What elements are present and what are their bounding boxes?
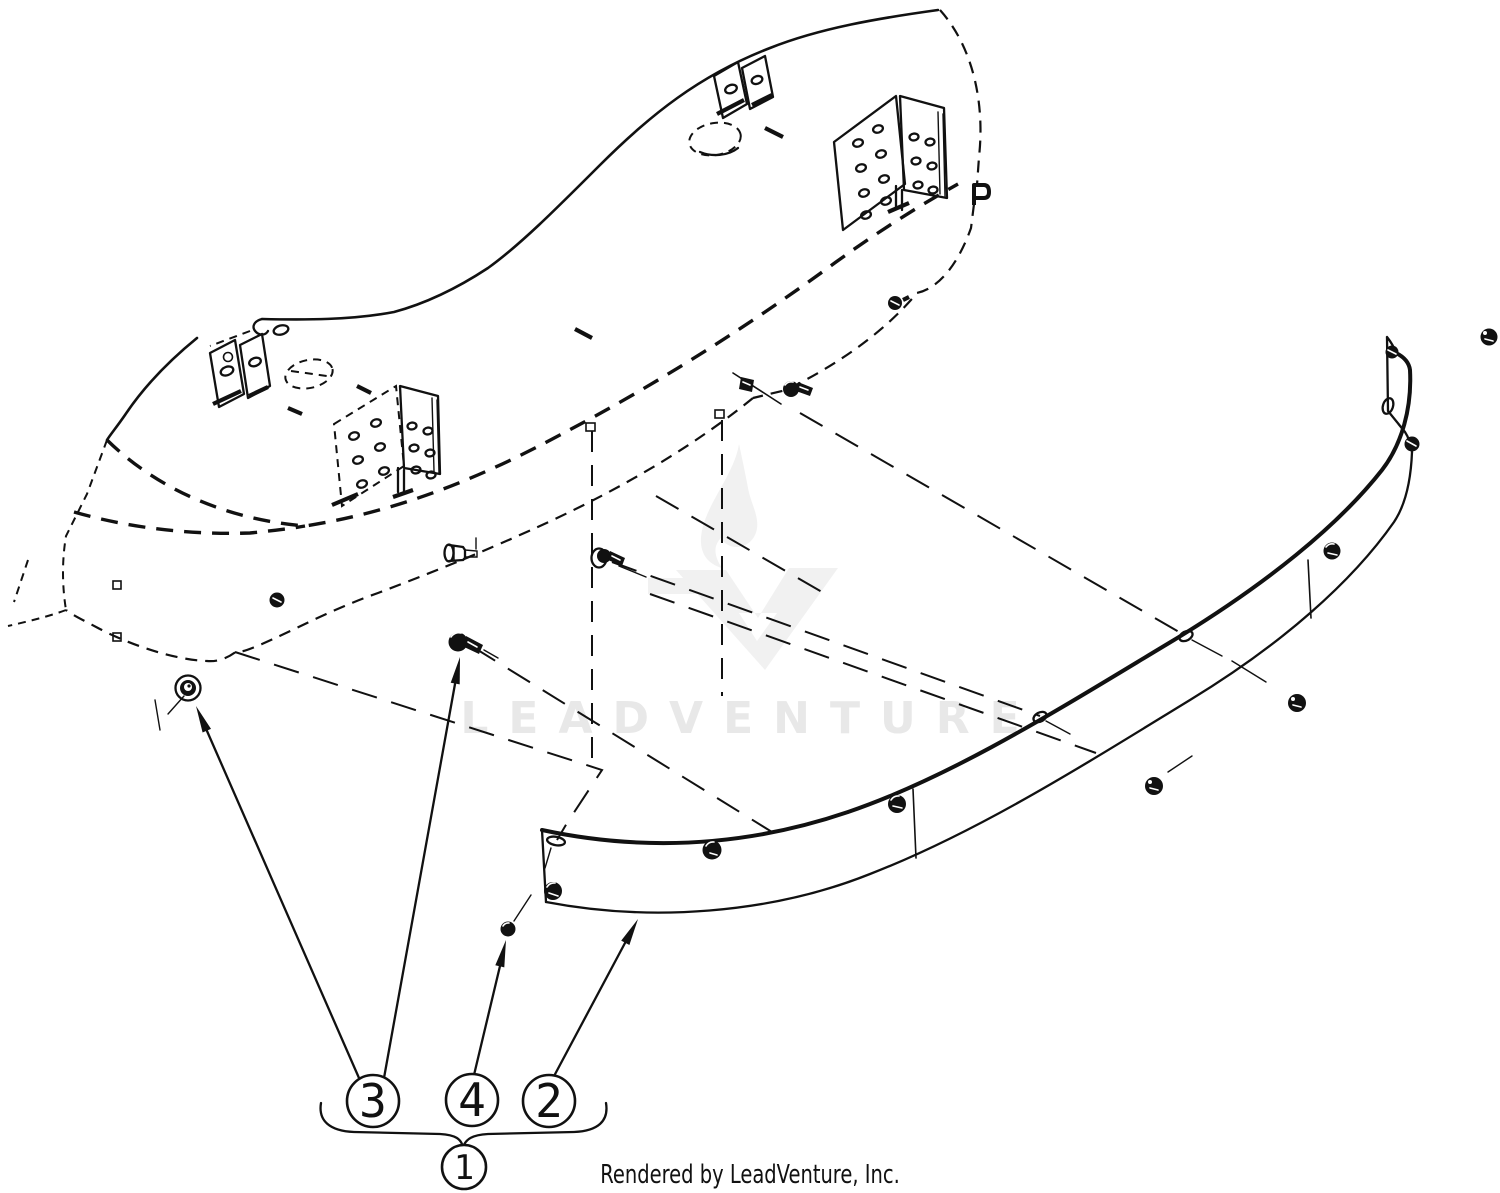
- carriage-bolt-small: [269, 592, 285, 608]
- deck-right-hidden-edge-lower: [752, 203, 976, 400]
- footer-credit: Rendered by LeadVenture, Inc.: [600, 1160, 900, 1189]
- callout-part3-label: 3: [359, 1074, 387, 1128]
- callout-2-arrowhead: [621, 919, 638, 945]
- deck-dash-mark-2: [356, 384, 372, 395]
- projection-diagonal-5: [472, 646, 773, 833]
- callout-part2-label: 2: [535, 1074, 563, 1128]
- hex-flange-bolt: [443, 537, 478, 563]
- deck-marker-square-2: [714, 409, 725, 419]
- projection-diagonal-3: [611, 561, 1041, 717]
- deck-hole-left: [284, 358, 334, 390]
- watermark-text: LEADVENTURE: [460, 693, 1039, 744]
- projection-diagonal-4: [649, 593, 1097, 754]
- projection-diagonal-6: [234, 651, 604, 841]
- mounting-bracket-left-perforated: [331, 384, 442, 508]
- hex-nut-3: [1480, 328, 1498, 346]
- callout-3-arrow-line-a: [205, 729, 361, 1080]
- baffle-band: [540, 335, 1414, 914]
- projection-diagonal-2: [655, 495, 823, 593]
- deck-edge-hook: [252, 317, 270, 336]
- baffle-hole-2: [1178, 629, 1194, 643]
- bolt-on-deck-edge: [888, 295, 910, 310]
- baffle-bottom-rim: [544, 450, 1414, 914]
- watermark-flame-logo-icon: [700, 444, 758, 568]
- deck-marker-square-1: [585, 422, 596, 432]
- carriage-bolt-b: [590, 547, 647, 578]
- baffle-seam-1: [912, 788, 917, 859]
- callout-3-arrowhead-a: [196, 706, 211, 733]
- projection-diagonal-1: [799, 412, 1187, 637]
- projection-lines: [234, 412, 1187, 841]
- callout-group: 3 4 2 1: [196, 657, 638, 1191]
- callout-part2[interactable]: 2: [521, 1073, 577, 1129]
- deck-left-stray-dash: [13, 559, 29, 603]
- callout-2-arrow-line: [551, 941, 627, 1080]
- callout-3-arrow-line-b: [382, 682, 457, 1080]
- deck-hole-top: [688, 121, 742, 157]
- square-clip: [732, 372, 782, 405]
- baffle-end-bolt-top: [1385, 345, 1399, 359]
- callout-3-arrowhead-b: [450, 657, 460, 685]
- baffle-seam-2: [1307, 559, 1312, 619]
- callout-part3[interactable]: 3: [345, 1073, 401, 1129]
- deck-small-hole: [272, 324, 290, 336]
- deck-left-edge: [105, 336, 199, 442]
- mounting-bracket-left: [208, 332, 272, 409]
- baffle-bolt-1: [544, 882, 562, 900]
- hex-nut-2: [1231, 660, 1306, 712]
- baffle-hole-1: [1032, 710, 1048, 724]
- deck-front-lip-lower-dashed: [73, 510, 306, 536]
- carriage-bolt-d: [500, 894, 532, 937]
- deck-right-hidden-edge: [939, 9, 982, 186]
- deck-hole-top-arc: [698, 146, 740, 157]
- deck-top-edge: [260, 8, 940, 321]
- baffle-bolt-4: [1323, 542, 1341, 560]
- carriage-bolt-a: [448, 631, 499, 659]
- mounting-bracket-top: [712, 54, 775, 120]
- fasteners: [154, 183, 1498, 937]
- deck-dash-mark-3: [287, 406, 303, 416]
- callout-4-arrowhead: [495, 940, 506, 968]
- watermark: LEADVENTURE: [460, 444, 1039, 744]
- mounting-bracket-top-perforated: [832, 94, 949, 232]
- callout-part1[interactable]: 1: [440, 1143, 488, 1191]
- callout-part1-label: 1: [454, 1148, 474, 1188]
- flange-nut: [154, 674, 202, 731]
- deck-dash-mark-1: [764, 126, 784, 139]
- deck-front-lip-dashed: [105, 182, 959, 528]
- hex-nut-1: [1145, 755, 1193, 795]
- baffle-top-rim: [540, 351, 1413, 846]
- callout-part4[interactable]: 4: [444, 1072, 500, 1128]
- deck-marker-square-4: [112, 632, 122, 642]
- deck-assembly: [7, 8, 982, 663]
- callout-4-arrow-line: [472, 964, 502, 1077]
- baffle-end-bolt-bend: [1404, 436, 1420, 452]
- baffle-hole-2-tick: [1191, 639, 1223, 657]
- baffle-bolt-3: [888, 795, 906, 813]
- watermark-v-logo-icon-2: [676, 568, 838, 670]
- deck-marker-square-3: [112, 580, 122, 590]
- carriage-bolt-c: [783, 380, 813, 397]
- deck-dash-mark-4: [574, 327, 593, 340]
- edge-clip-icon: [972, 183, 991, 205]
- deck-hole-left-chord: [290, 370, 328, 377]
- baffle-left-slot-leader: [544, 847, 552, 869]
- callout-arrows: [196, 657, 638, 1080]
- deck-bottom-hidden-edge: [65, 397, 754, 663]
- baffle-hole-1-tick: [1045, 720, 1071, 735]
- baffle-left-slot: [545, 835, 567, 847]
- callout-part4-label: 4: [458, 1073, 486, 1127]
- baffle-end-plate-slot: [1381, 397, 1395, 415]
- baffle-bolt-2: [702, 840, 722, 860]
- deck-left-hidden-edge: [62, 439, 108, 611]
- deck-edge-gap-dash: [209, 330, 251, 347]
- deck-left-hidden-tail: [7, 609, 67, 627]
